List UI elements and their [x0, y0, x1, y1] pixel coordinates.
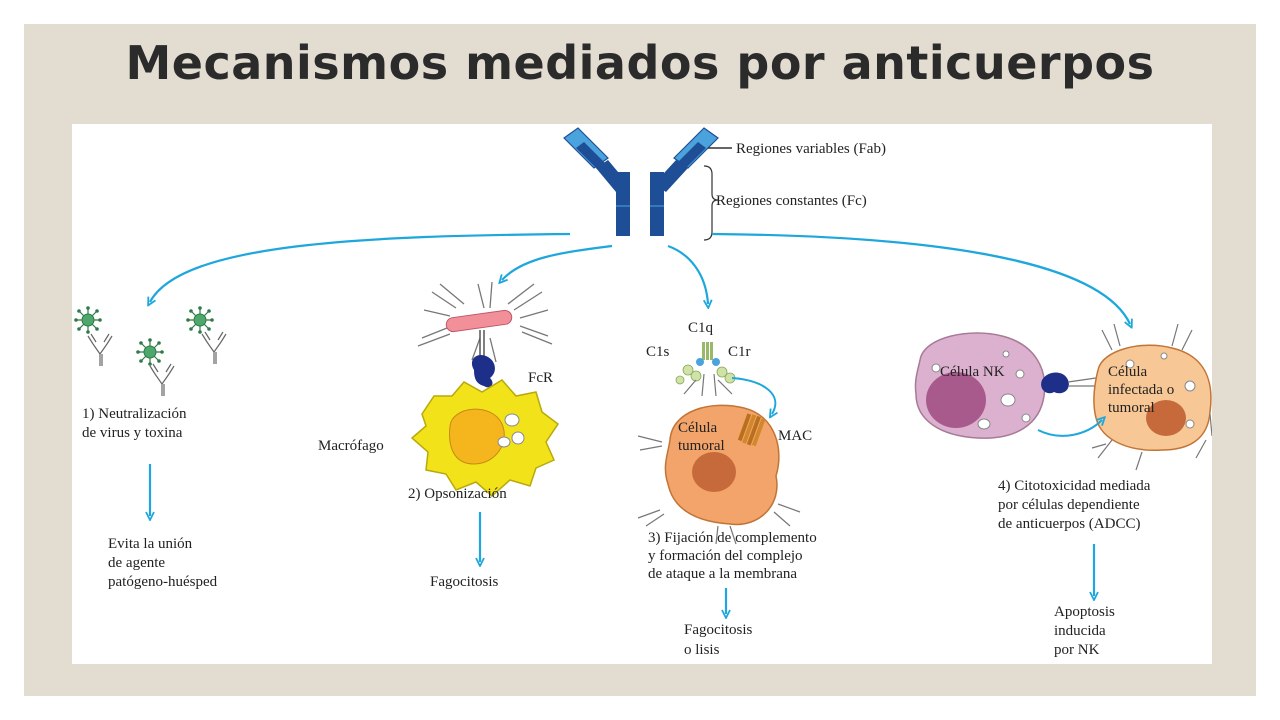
mechanism-4-result: Apoptosis inducida por NK [1054, 604, 1119, 658]
arrow-to-neutralization [150, 232, 571, 302]
adcc-illustration [914, 323, 1212, 471]
slide-title: Mecanismos mediados por anticuerpos [125, 36, 1155, 90]
arrow-to-opsonization [502, 244, 613, 280]
mechanism-3-description: 3) Fijación de complemento y formación d… [648, 530, 820, 582]
c1s-label: C1s [646, 344, 670, 360]
nk-cell-label: Célula NK [940, 364, 1005, 380]
diagram-canvas: Regiones variables (Fab) Regiones consta… [73, 127, 1212, 658]
c1q-label: C1q [688, 320, 714, 336]
diagram-panel: Regiones variables (Fab) Regiones consta… [72, 124, 1212, 664]
antibody-illustration [563, 127, 732, 241]
macrophage-label: Macrófago [318, 438, 384, 454]
arrow-to-adcc [711, 232, 1130, 324]
mechanism-2-description: 2) Opsonización [408, 486, 507, 502]
mechanism-4-description: 4) Citotoxicidad mediada por células dep… [998, 478, 1154, 532]
complement-illustration [637, 342, 801, 545]
arrow-to-complement [667, 244, 708, 304]
mechanism-3-result: Fagocitosis o lisis [684, 622, 756, 658]
fab-label: Regiones variables (Fab) [736, 141, 886, 157]
infected-cell-label: Célula infectada o tumoral [1108, 364, 1178, 416]
opsonization-illustration [410, 281, 560, 497]
neutralization-illustration [73, 305, 227, 397]
mechanism-2-result: Fagocitosis [430, 574, 498, 590]
mechanism-1-description: 1) Neutralización de virus y toxina [82, 406, 190, 441]
tumor-cell-label: Célula tumoral [678, 420, 725, 454]
fcr-label: FcR [528, 370, 553, 386]
c1r-label: C1r [728, 344, 751, 360]
fc-label: Regiones constantes (Fc) [716, 193, 867, 209]
mac-label: MAC [778, 428, 812, 444]
mechanism-1-result: Evita la unión de agente patógeno-huéspe… [108, 536, 218, 590]
